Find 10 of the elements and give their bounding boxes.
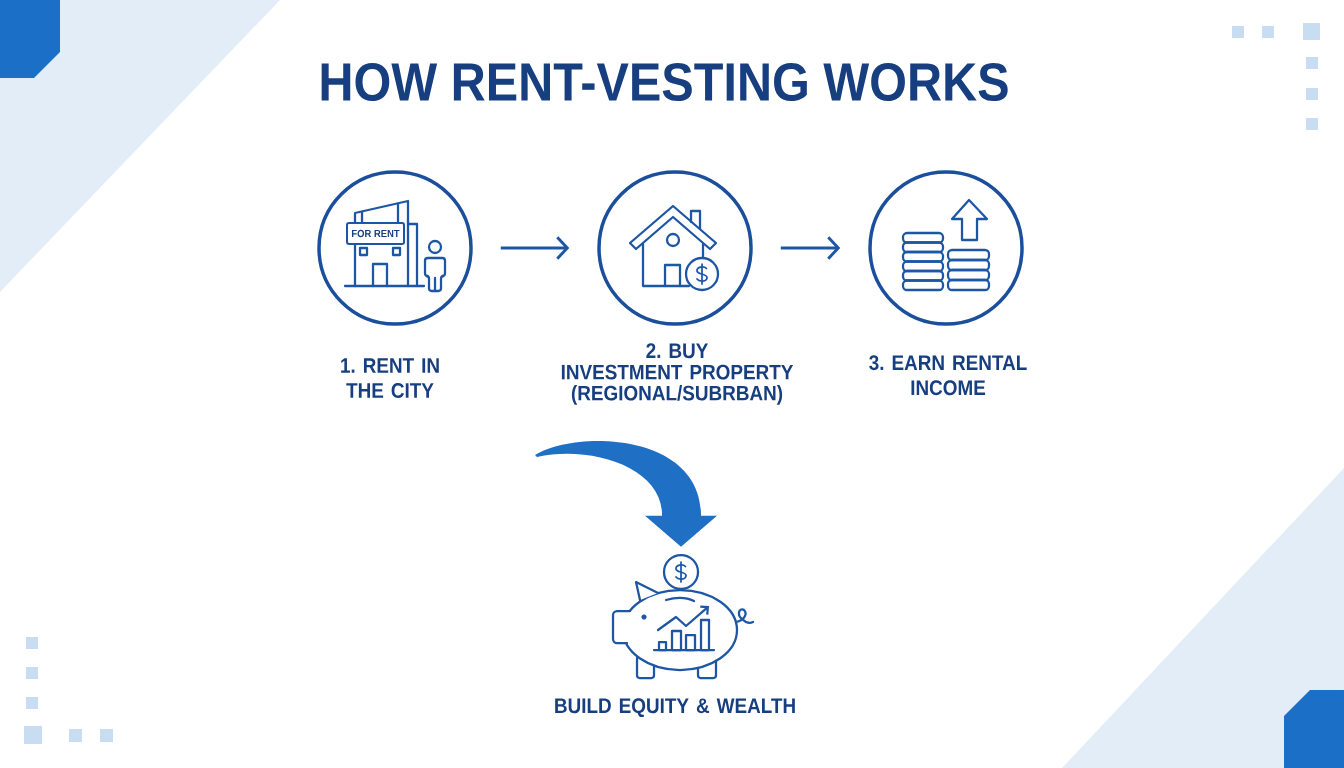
step-label: 3. EARN RENTAL INCOME [869, 355, 1027, 396]
title: HOW RENT-VESTING WORKS [321, 62, 1008, 102]
sign: FOR RENT [346, 222, 405, 245]
curved-arrow [535, 440, 717, 547]
arrow [500, 236, 570, 260]
arrow [780, 236, 841, 260]
step-label: INVESTMENT PROPERTY (REGIONAL/SUBRBAN) [561, 364, 794, 405]
step-label: 1. RENT IN THE CITY [341, 358, 439, 398]
step-label: 2. BUY [646, 343, 708, 359]
caption-label: BUILD EQUITY & WEALTH [555, 698, 795, 718]
